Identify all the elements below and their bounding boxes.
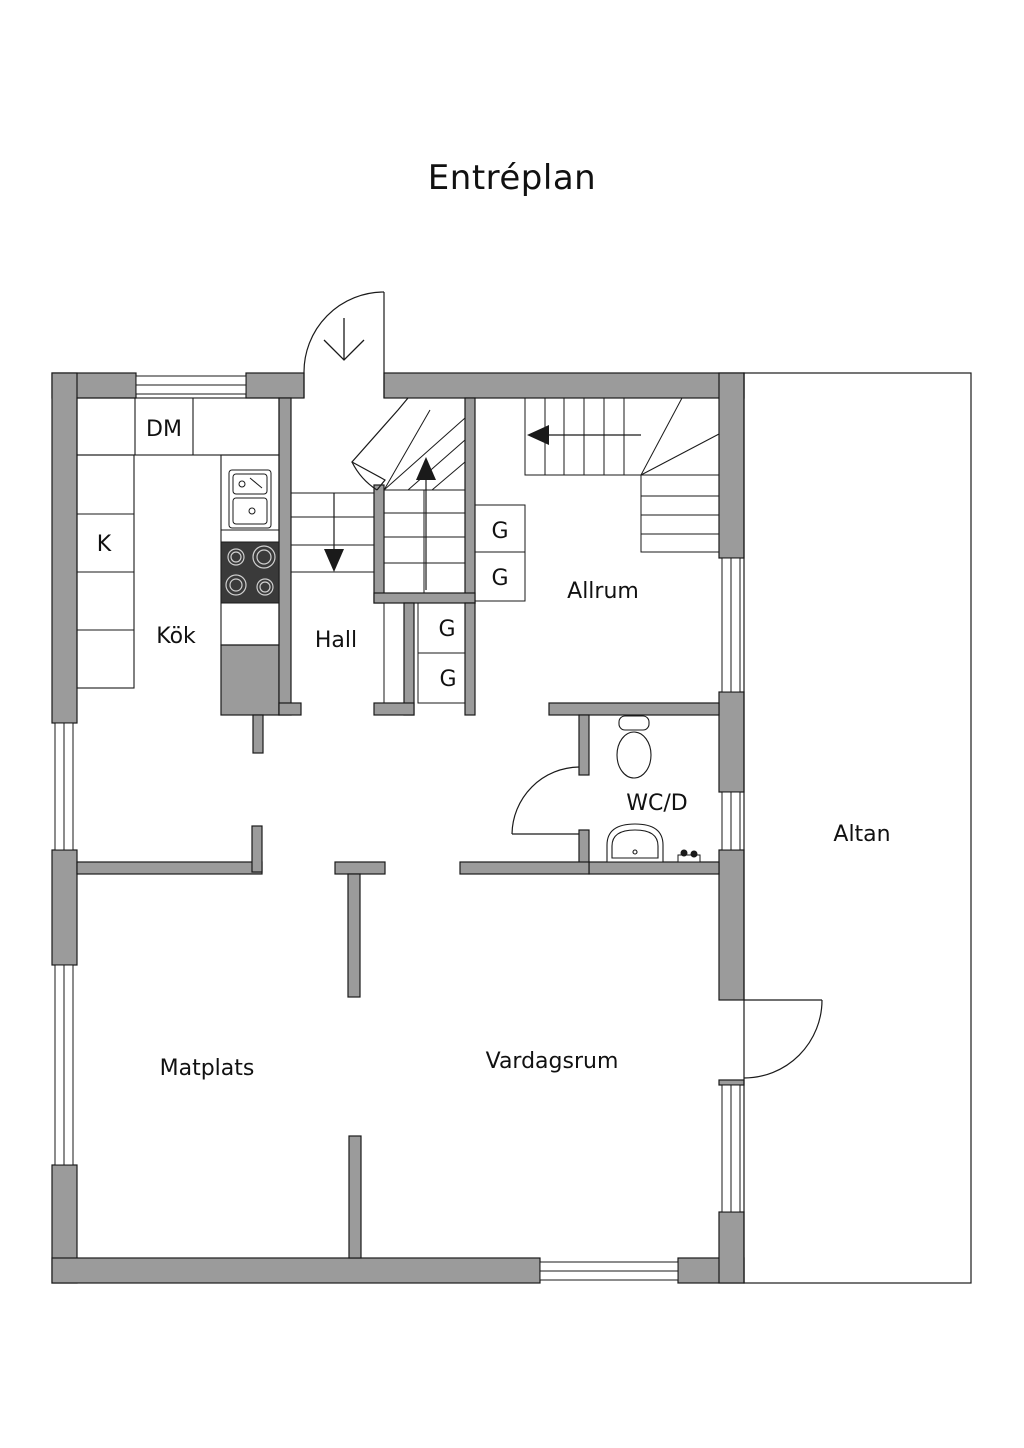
label-closet-1: G (491, 519, 508, 544)
hall-stairs (290, 409, 466, 594)
doors (303, 291, 823, 1079)
wc-door (511, 766, 580, 835)
shower-mixer-icon (677, 849, 701, 863)
label-kok: Kök (156, 624, 196, 649)
label-altan: Altan (833, 822, 890, 847)
label-hall: Hall (315, 628, 357, 653)
plan-title: Entréplan (427, 158, 597, 198)
stair-down-arrow-icon (324, 493, 344, 572)
allrum-stair-arrow-icon (527, 425, 641, 445)
label-closet-3: G (438, 617, 455, 642)
allrum-stairs (524, 397, 720, 553)
sink-icon (228, 469, 272, 529)
labels: DM K Kök Hall G G G G Allrum WC/D Altan … (97, 417, 891, 1081)
stair-up-arrow-icon (416, 457, 436, 590)
stove-icon (220, 541, 280, 604)
altan-deck (743, 372, 972, 1284)
label-fridge: K (97, 532, 112, 557)
altan-door (743, 999, 823, 1079)
windows (54, 375, 741, 1281)
label-closet-4: G (439, 667, 456, 692)
walls (51, 372, 745, 1284)
entrance-door (303, 291, 385, 398)
label-wc: WC/D (626, 791, 687, 816)
washbasin-icon (606, 823, 664, 863)
label-vardagsrum: Vardagsrum (486, 1049, 619, 1074)
closets (383, 504, 526, 704)
label-closet-2: G (491, 566, 508, 591)
kitchen-fixtures (76, 397, 280, 689)
label-dishwasher: DM (146, 417, 182, 442)
entrance-door-arrow-icon (323, 318, 365, 361)
toilet-icon (616, 715, 652, 779)
label-allrum: Allrum (567, 579, 639, 604)
stair-closet-door (351, 397, 409, 491)
label-matplats: Matplats (160, 1056, 255, 1081)
